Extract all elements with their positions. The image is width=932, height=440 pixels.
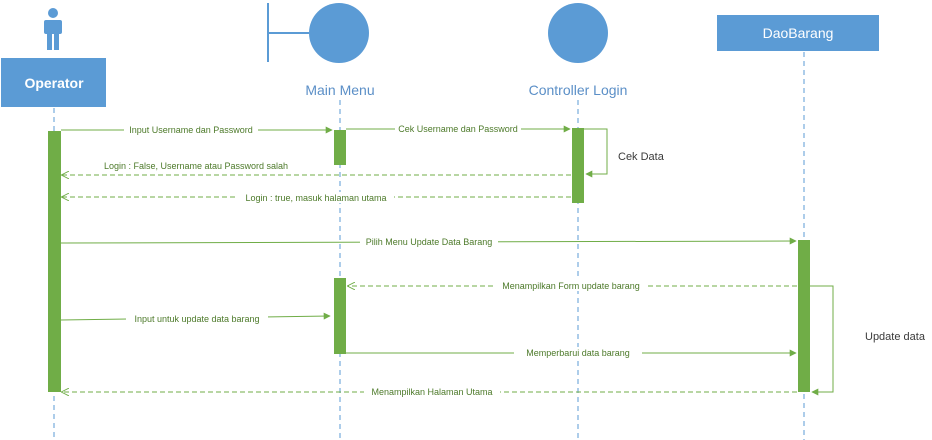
- main-menu-activation-1: [334, 130, 346, 165]
- self-call-label: Cek Data: [618, 151, 665, 163]
- message-label: Pilih Menu Update Data Barang: [366, 237, 493, 247]
- operator-box: [1, 58, 106, 107]
- controller-login-activation: [572, 128, 584, 203]
- message-label: Input untuk update data barang: [134, 314, 259, 324]
- message-label: Login : true, masuk halaman utama: [245, 193, 386, 203]
- controller-login-label: Controller Login: [529, 82, 628, 98]
- operator-activation: [48, 131, 61, 392]
- message-label: Menampilkan Halaman Utama: [371, 387, 492, 397]
- message-label: Cek Username dan Password: [398, 124, 518, 134]
- message-label: Menampilkan Form update barang: [502, 281, 640, 291]
- boundary-icon: [267, 3, 369, 63]
- self-call-label: Update data: [865, 331, 926, 343]
- operator-label: Operator: [24, 75, 84, 91]
- dao-barang-activation: [798, 240, 810, 392]
- dao-barang-box: [717, 15, 879, 51]
- dao-barang-label: DaoBarang: [763, 25, 834, 41]
- self-call-arrow: [810, 285, 834, 396]
- control-icon: [548, 3, 608, 63]
- main-menu-label: Main Menu: [305, 82, 374, 98]
- actor-icon: [44, 8, 62, 50]
- self-call-arrow: [584, 128, 608, 178]
- message-label: Memperbarui data barang: [526, 348, 630, 358]
- main-menu-activation-2: [334, 278, 346, 354]
- message-label: Login : False, Username atau Password sa…: [104, 161, 288, 171]
- message-label: Input Username dan Password: [129, 125, 253, 135]
